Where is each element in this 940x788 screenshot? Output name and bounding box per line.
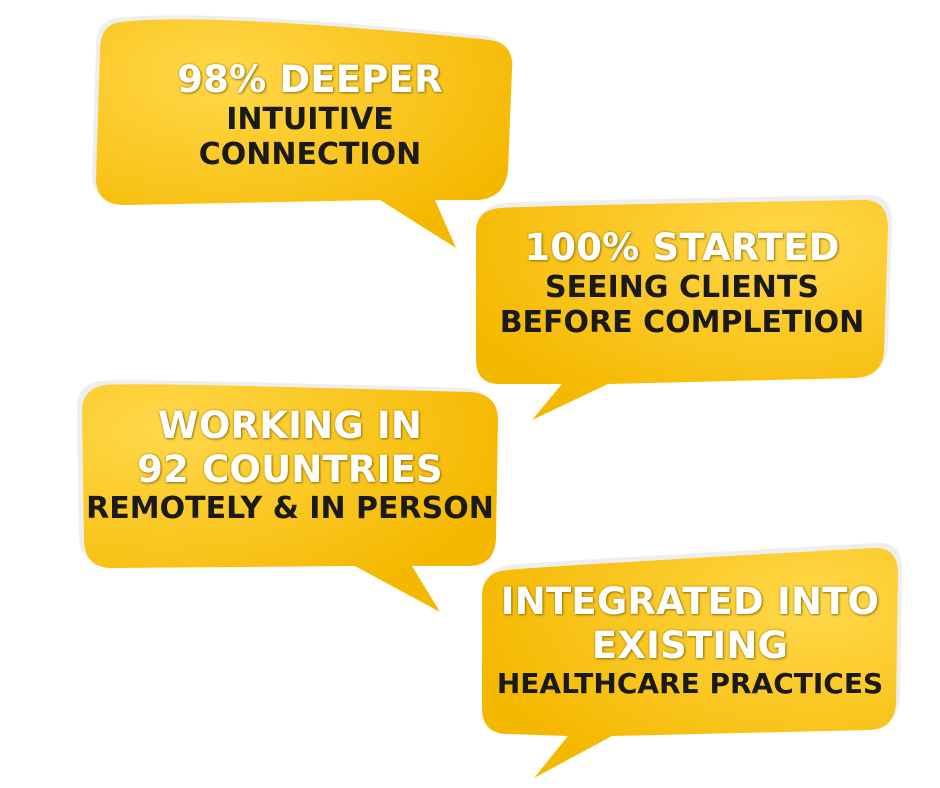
bubble-3-line-1: WORKING IN [157,404,423,447]
bubble-2-line-2: SEEING CLIENTS [545,269,819,305]
bubble-3-line-2: 92 COUNTRIES [137,447,443,491]
bubble-1-line-3: CONNECTION [198,137,422,173]
bubble-4-line-2: EXISTING [591,623,789,667]
bubble-1-line-1: 98% DEEPER [177,58,443,101]
bubble-4-line-3: HEALTHCARE PRACTICES [496,667,884,701]
bubble-4-line-1: INTEGRATED INTO [500,580,880,623]
bubble-2-line-1: 100% STARTED [524,226,840,269]
bubble-3-line-3: REMOTELY & IN PERSON [86,491,494,527]
bubble-2-line-3: BEFORE COMPLETION [499,305,865,341]
bubble-1-line-2: INTUITIVE [226,101,394,137]
